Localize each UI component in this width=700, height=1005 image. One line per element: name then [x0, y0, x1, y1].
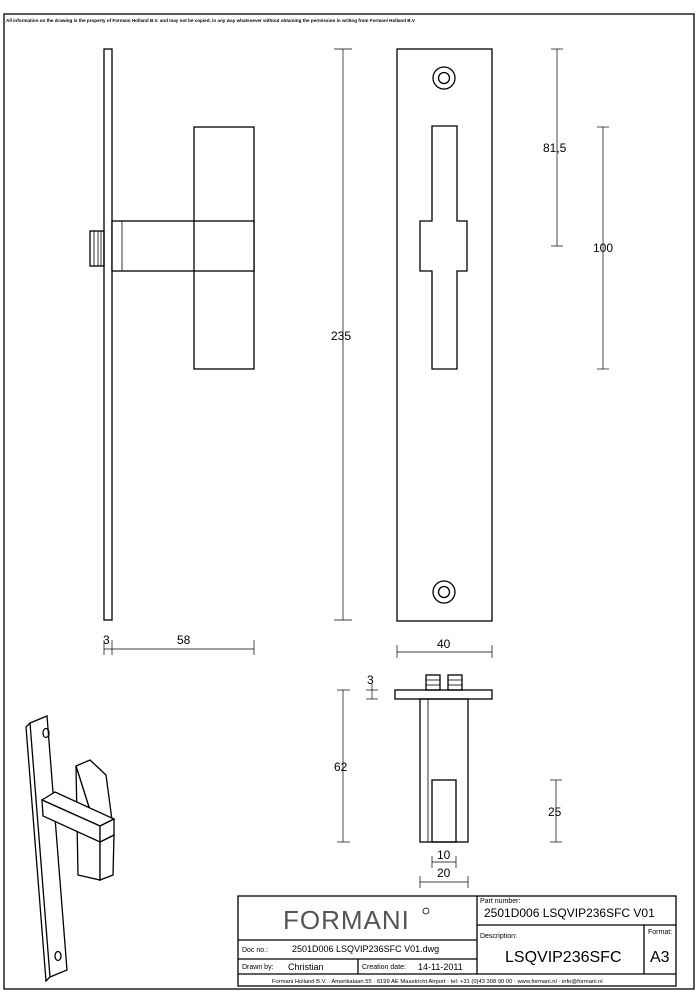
screw-hole-top-outer	[432, 66, 456, 90]
dim-spindle-width: 20	[437, 866, 451, 880]
screw-hole-top-inner	[437, 71, 451, 85]
disclaimer-text: All information on the drawing is the pr…	[6, 18, 416, 23]
spindle-view: 3 62 25 10 20	[334, 673, 562, 888]
format-label: Format:	[648, 929, 672, 936]
formani-logo: FORMANI	[283, 905, 410, 935]
iso-backplate-face	[29, 715, 68, 978]
screw-hole-bottom-inner	[437, 585, 451, 599]
front-view-backplate	[396, 48, 493, 622]
company-address: Formani Holland B.V. · Amerikalaan 55 · …	[272, 979, 603, 985]
iso-backplate-edge	[25, 722, 51, 983]
dim-lever-length: 100	[593, 241, 613, 255]
doc-no-value: 2501D006 LSQVIP236SFC V01.dwg	[292, 944, 439, 954]
drawn-by-value: Christian	[288, 962, 324, 972]
spindle-screw-left	[425, 674, 441, 691]
title-block: FORMANI Part number: 2501D006 LSQVIP236S…	[237, 895, 677, 987]
description-value: LSQVIP236SFC	[505, 949, 622, 966]
dim-plate-thickness: 3	[103, 633, 110, 647]
spindle-screw-right	[447, 674, 463, 691]
iso-bar-side	[99, 833, 115, 881]
dim-spindle-square: 10	[437, 848, 451, 862]
creation-date-label: Creation date:	[362, 964, 406, 971]
dim-plate-height: 235	[331, 329, 351, 343]
registered-mark	[422, 907, 430, 915]
iso-screw-hole-top	[42, 727, 50, 739]
side-view: 3 58	[89, 48, 255, 655]
description-label: Description:	[480, 933, 517, 940]
drawn-by-label: Drawn by:	[242, 964, 274, 971]
dim-lever-to-top: 81,5	[543, 141, 567, 155]
spindle-body	[419, 698, 469, 843]
part-number: 2501D006 LSQVIP236SFC V01	[484, 906, 655, 920]
sheet-frame	[3, 13, 695, 990]
isometric-view	[25, 715, 116, 983]
side-view-screw-cap	[89, 230, 105, 267]
dim-projection: 58	[177, 633, 191, 647]
dim-plate-width: 40	[437, 637, 451, 651]
dim-spindle-length: 62	[334, 760, 348, 774]
screw-hole-bottom-outer	[432, 580, 456, 604]
iso-arm-end	[99, 817, 115, 844]
spindle-rose-plate	[394, 689, 493, 700]
title-block-frame	[237, 895, 677, 987]
dim-rose-thickness: 3	[367, 673, 374, 687]
format-value: A3	[650, 949, 670, 966]
front-view: 235 81,5 100 40	[331, 48, 613, 658]
iso-screw-hole-bottom	[54, 950, 62, 962]
side-view-backplate	[103, 48, 113, 621]
creation-date-value: 14-11-2011	[418, 962, 463, 972]
front-view-lever-outline	[419, 125, 468, 370]
part-number-label: Part number:	[480, 898, 521, 905]
dim-spindle-slot: 25	[548, 805, 562, 819]
spindle-slot	[431, 779, 457, 843]
side-view-lever-arm	[111, 220, 255, 272]
doc-no-label: Doc no.:	[242, 947, 268, 954]
